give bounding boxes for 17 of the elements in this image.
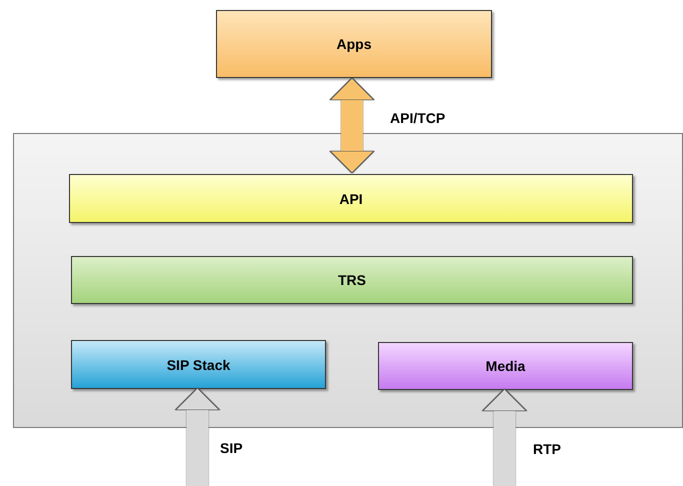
layer-box: [216, 10, 492, 78]
module-box: [71, 340, 326, 389]
double-block-arrow: [330, 78, 374, 174]
layer-box: [69, 174, 633, 223]
container-panel: [13, 133, 683, 428]
layer-box: [71, 256, 633, 304]
node-label: Media: [486, 358, 526, 374]
module-box: [378, 342, 633, 390]
node-label: Apps: [336, 36, 372, 52]
node-label: API: [339, 190, 363, 206]
block-arrow: [175, 388, 220, 486]
node-label: SIP Stack: [166, 356, 230, 372]
edge-label: SIP: [220, 440, 243, 456]
block-arrow: [482, 388, 527, 486]
edge-label: API/TCP: [390, 110, 446, 126]
node-label: TRS: [338, 272, 366, 288]
edge-label: RTP: [533, 441, 561, 457]
